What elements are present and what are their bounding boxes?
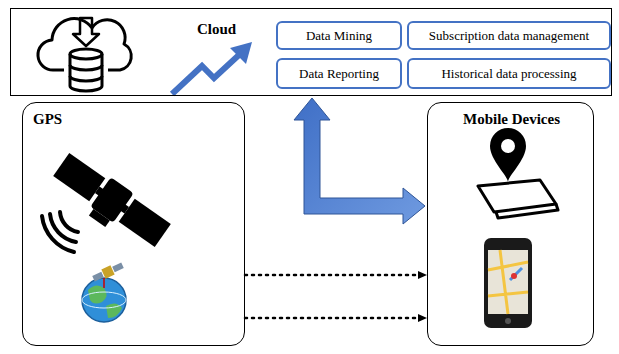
- location-phone-icon: [478, 128, 558, 218]
- box-label: Historical data processing: [441, 66, 576, 82]
- panel-title: Cloud: [197, 21, 236, 38]
- data-flow-arrow: [294, 98, 425, 224]
- process-box: Data Reporting: [276, 58, 402, 89]
- signal-waves: [42, 212, 78, 252]
- smartphone-icon: [484, 238, 532, 328]
- trend-arrow: [172, 42, 252, 94]
- globe-icon: [82, 261, 126, 322]
- cloud-icon: [38, 18, 131, 91]
- signal-arrow: [245, 274, 426, 277]
- group-panel: Cloud Data Mining Subscription data manage…: [10, 8, 612, 96]
- process-box: Subscription data management: [407, 21, 611, 50]
- signal-arrow: [245, 317, 426, 320]
- satellite-icon: [46, 150, 173, 257]
- box-label: Subscription data management: [429, 28, 589, 44]
- box-label: Data Reporting: [299, 66, 379, 82]
- group-panel: GPS: [22, 102, 245, 346]
- process-box: Historical data processing: [407, 58, 611, 89]
- process-box: Data Mining: [276, 21, 402, 50]
- panel-title: GPS: [33, 111, 62, 128]
- panel-title: Mobile Devices: [463, 111, 560, 128]
- group-panel: Mobile Devices: [427, 102, 594, 346]
- box-label: Data Mining: [306, 28, 372, 44]
